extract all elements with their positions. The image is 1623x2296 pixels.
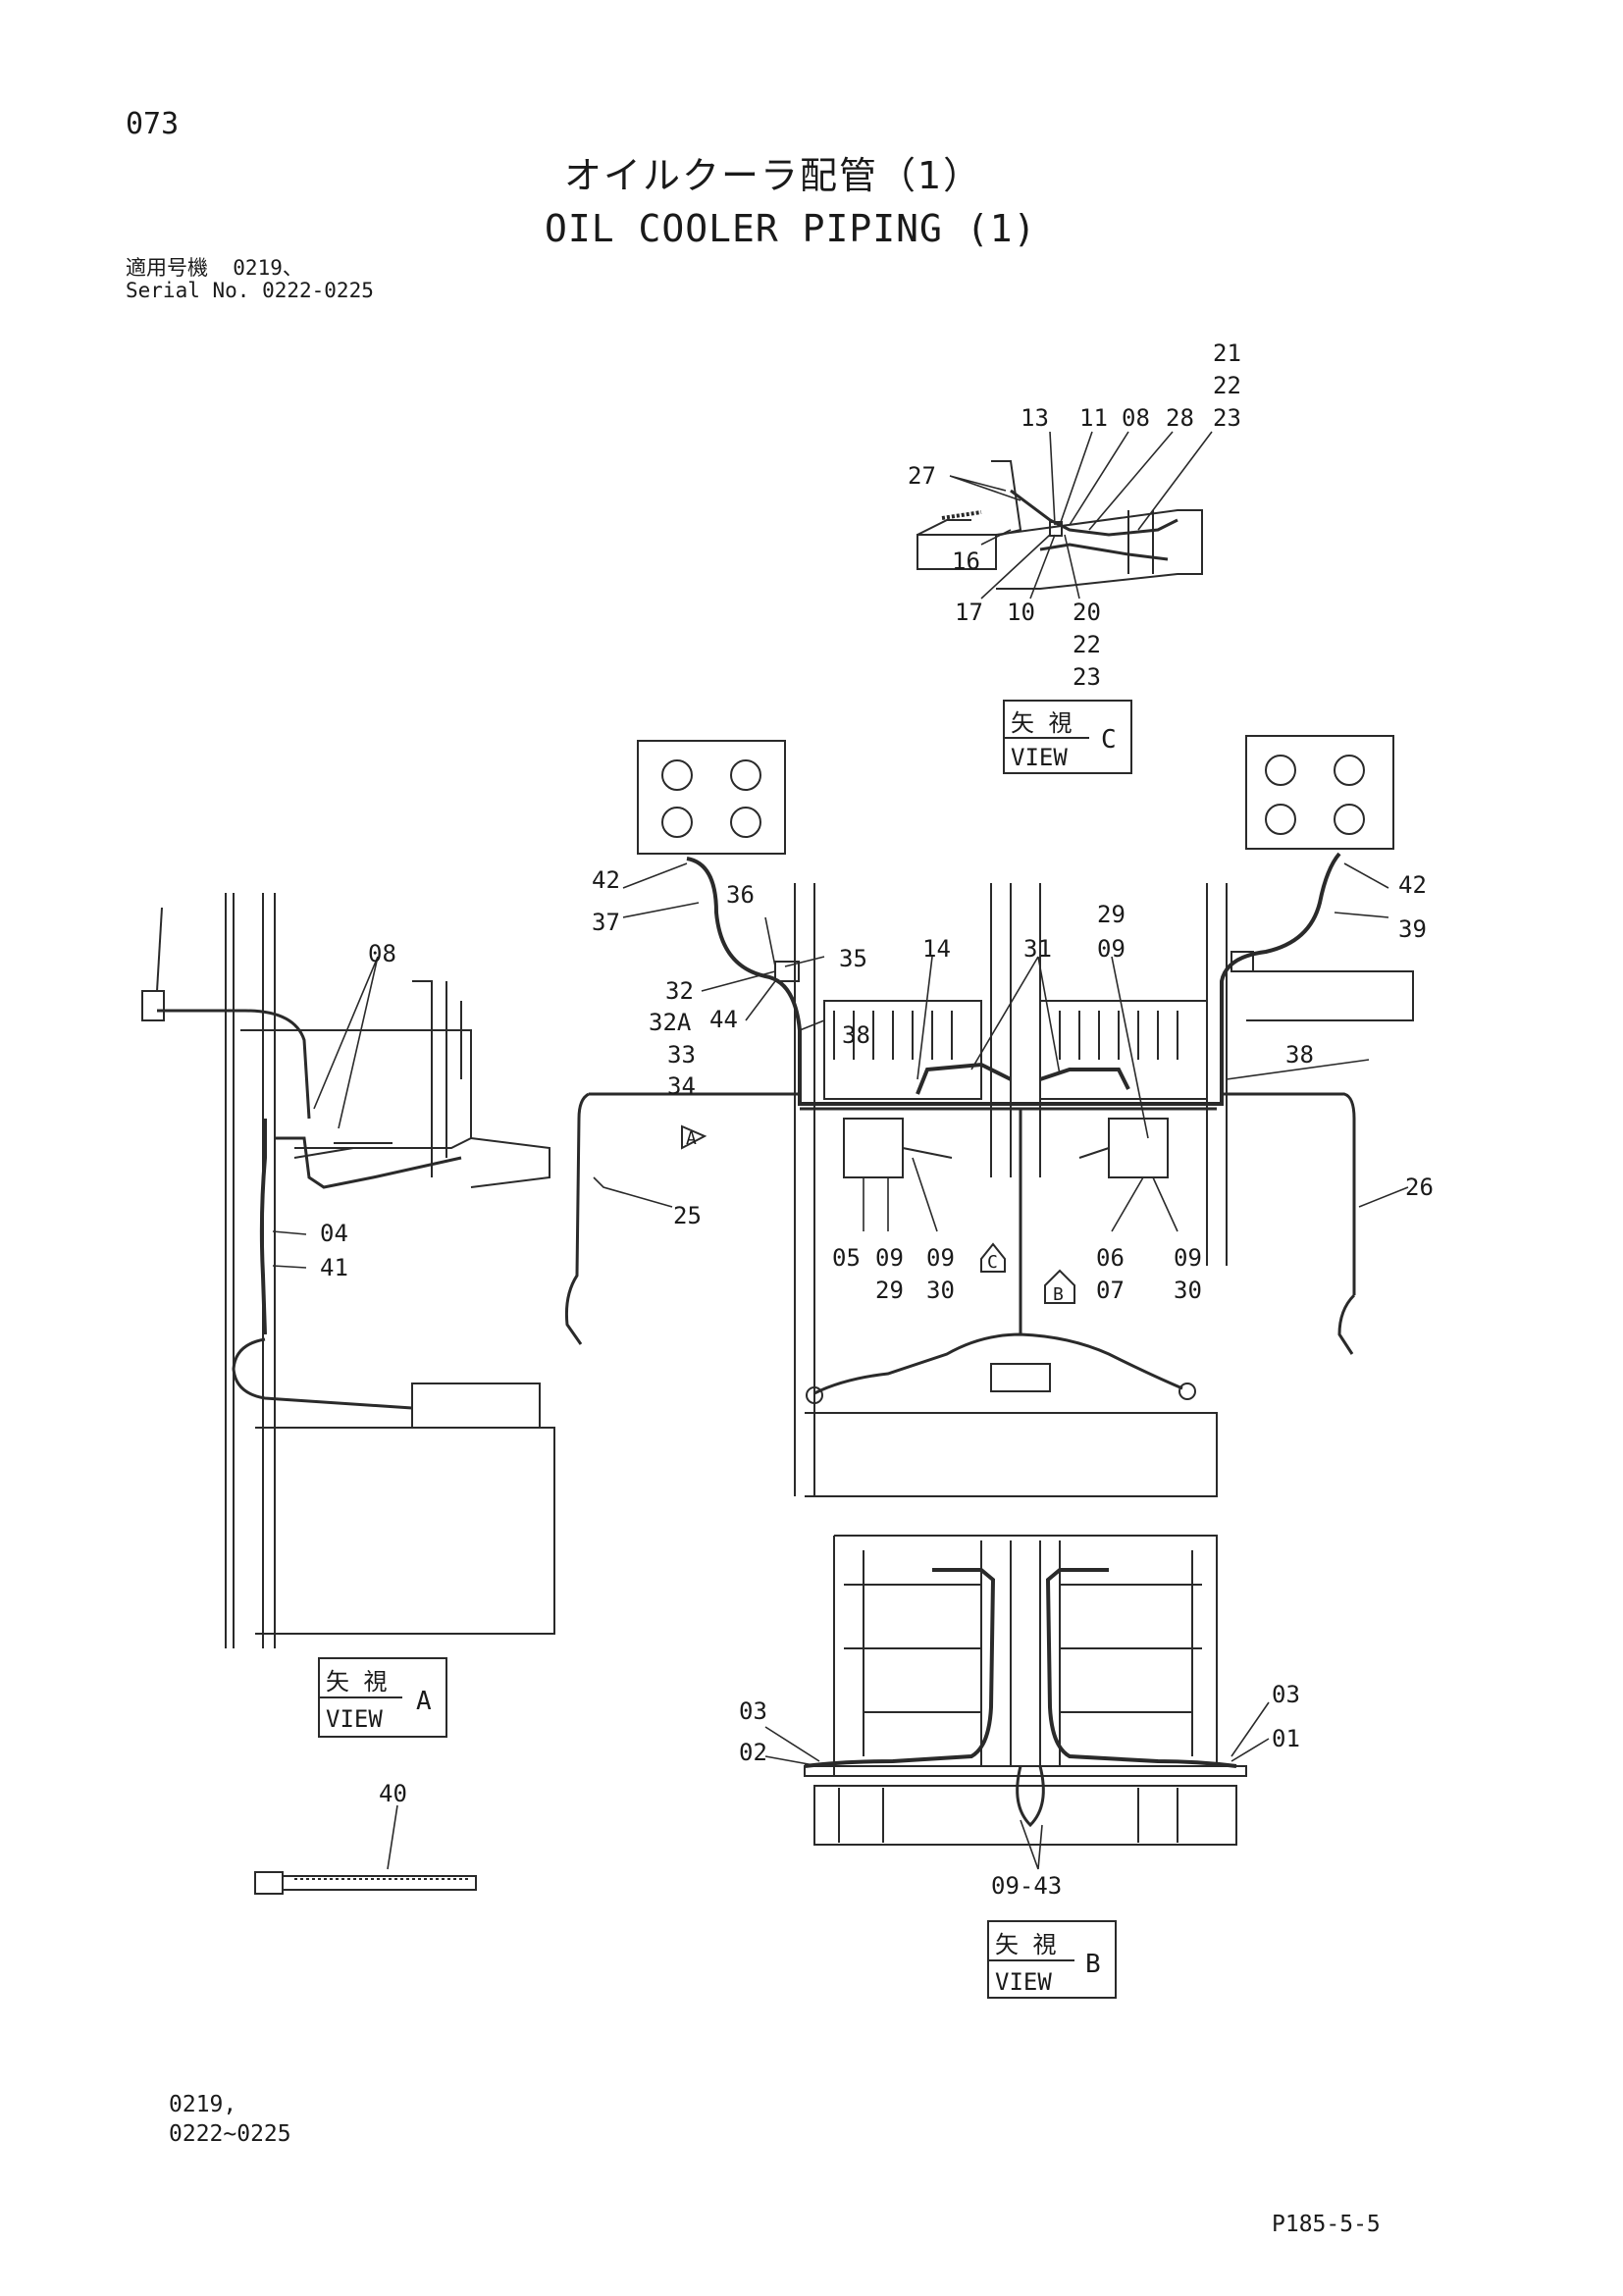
view-c-letter: C (1101, 725, 1117, 755)
callout-30-right: 30 (1174, 1277, 1202, 1304)
callout-23: 23 (1213, 404, 1241, 432)
callout-32a: 32A (649, 1009, 692, 1036)
view-a-label (318, 1657, 447, 1738)
leader-lines (272, 431, 1409, 1870)
serial-applicability: 適用号機 0219、 Serial No. 0222-0225 (126, 257, 374, 302)
callout-13: 13 (1021, 404, 1049, 432)
arrow-letter-c: C (987, 1252, 998, 1273)
callout-09-a: 09 (875, 1244, 904, 1272)
callout-36: 36 (726, 881, 755, 909)
callout-40: 40 (379, 1780, 407, 1807)
callout-17: 17 (955, 599, 983, 626)
view-b-jp: 矢 視 (995, 1931, 1056, 1958)
view-a-en: VIEW (326, 1705, 383, 1733)
callout-21: 21 (1213, 339, 1241, 367)
callout-22-lower: 22 (1073, 631, 1101, 658)
callout-25: 25 (673, 1202, 702, 1229)
footer-serial-line-1: 0219, (169, 2092, 237, 2117)
callout-04: 04 (320, 1220, 348, 1247)
callout-03-right: 03 (1272, 1681, 1300, 1708)
callout-38-left: 38 (842, 1021, 870, 1049)
callout-08: 08 (1122, 404, 1150, 432)
serial-line-2: Serial No. 0222-0225 (126, 279, 374, 302)
callout-10: 10 (1007, 599, 1035, 626)
view-c-en: VIEW (1011, 744, 1068, 771)
view-c-detail (916, 460, 1203, 590)
callout-26: 26 (1405, 1174, 1434, 1201)
callout-09-c: 09 (1174, 1244, 1202, 1272)
view-c-jp: 矢 視 (1011, 709, 1072, 737)
view-a-side (141, 893, 555, 1648)
callout-11: 11 (1079, 404, 1108, 432)
callout-38-right: 38 (1285, 1041, 1314, 1069)
view-label-texts: 矢 視 VIEW C 矢 視 VIEW A 矢 視 VIEW B (326, 709, 1117, 1996)
callout-33: 33 (667, 1041, 696, 1069)
callout-22: 22 (1213, 372, 1241, 399)
footer-serial-line-2: 0222~0225 (169, 2121, 291, 2147)
cable-tie-40 (254, 1871, 477, 1895)
callout-35: 35 (839, 945, 867, 972)
callout-07: 07 (1096, 1277, 1125, 1304)
callout-14: 14 (922, 935, 951, 963)
callout-34: 34 (667, 1072, 696, 1100)
footer-page-code: P185-5-5 (1272, 2212, 1381, 2237)
center-main-view (565, 735, 1414, 1497)
callout-31: 31 (1023, 935, 1052, 963)
callout-44: 44 (709, 1006, 738, 1033)
page-number: 073 (126, 107, 180, 141)
callout-06: 06 (1096, 1244, 1125, 1272)
callout-09-upper: 09 (1097, 935, 1126, 963)
callout-42-left: 42 (592, 866, 620, 894)
callout-05: 05 (832, 1244, 861, 1272)
callout-28: 28 (1166, 404, 1194, 432)
view-a-letter: A (416, 1687, 432, 1716)
callout-09-43: 09-43 (991, 1872, 1062, 1900)
footer-serial: 0219, 0222~0225 (169, 2090, 291, 2149)
view-b-letter: B (1085, 1950, 1101, 1979)
page-title-japanese: オイルクーラ配管（1） (564, 154, 983, 197)
page-title-english: OIL COOLER PIPING (1) (545, 207, 1037, 250)
callout-27: 27 (908, 462, 936, 490)
callout-39: 39 (1398, 915, 1427, 943)
view-b-en: VIEW (995, 1968, 1052, 1996)
serial-line-1: 適用号機 0219、 (126, 256, 303, 280)
arrow-letters: A C B (686, 1128, 1064, 1305)
callout-29-upper: 29 (1097, 901, 1126, 928)
callout-numbers: 21 22 23 13 11 08 28 27 16 17 10 20 22 2… (320, 339, 1434, 1900)
callout-29-lower: 29 (875, 1277, 904, 1304)
callout-02: 02 (739, 1739, 767, 1766)
callout-08-view-a: 08 (368, 940, 396, 967)
callout-23-lower: 23 (1073, 663, 1101, 691)
callout-41: 41 (320, 1254, 348, 1281)
callout-09-b: 09 (926, 1244, 955, 1272)
callout-03-left: 03 (739, 1697, 767, 1725)
view-b-bottom (804, 1535, 1247, 1846)
arrow-letter-a: A (686, 1128, 697, 1149)
callout-16: 16 (952, 548, 980, 575)
view-a-jp: 矢 視 (326, 1668, 387, 1696)
callout-30-left: 30 (926, 1277, 955, 1304)
view-b-label (987, 1920, 1117, 1999)
view-c-label (1003, 700, 1132, 774)
callout-20: 20 (1073, 599, 1101, 626)
callout-42-right: 42 (1398, 871, 1427, 899)
callout-37: 37 (592, 909, 620, 936)
callout-01: 01 (1272, 1725, 1300, 1752)
arrow-letter-b: B (1053, 1284, 1064, 1305)
callout-32: 32 (665, 977, 694, 1005)
